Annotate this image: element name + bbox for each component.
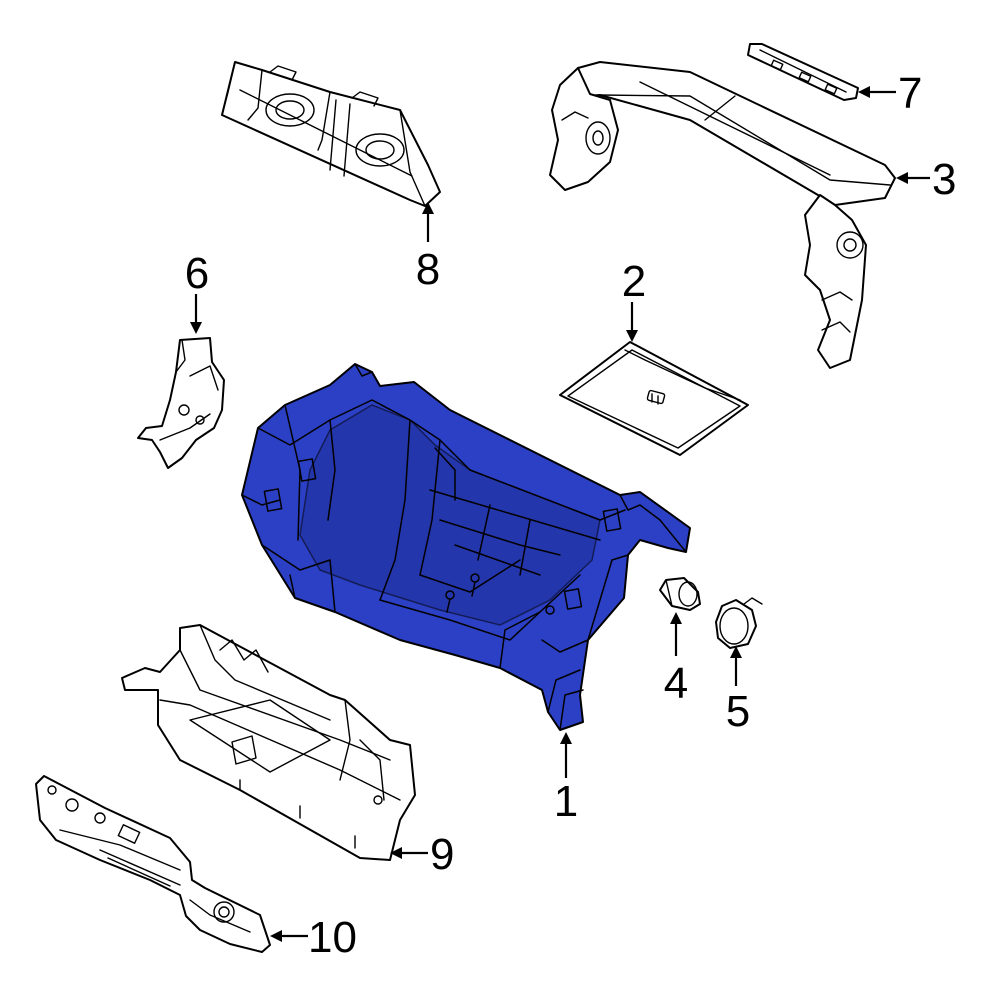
part-5-clip-ring[interactable] <box>715 597 763 649</box>
callout-9-label: 9 <box>430 830 454 879</box>
callout-9: 9 <box>390 830 454 879</box>
callout-6: 6 <box>185 249 209 334</box>
callout-6-label: 6 <box>185 249 209 298</box>
callout-4: 4 <box>664 612 688 708</box>
part-4-grommet[interactable] <box>659 577 701 611</box>
callout-10: 10 <box>270 913 357 962</box>
part-10-trim-plate[interactable] <box>35 775 271 953</box>
part-6-latch-bracket[interactable] <box>137 337 225 469</box>
callout-1: 1 <box>554 732 578 826</box>
callout-2: 2 <box>622 257 646 342</box>
part-1-console-bin[interactable] <box>241 363 691 731</box>
callout-7-label: 7 <box>898 69 922 118</box>
callout-5: 5 <box>726 646 750 736</box>
callout-1-label: 1 <box>554 777 578 826</box>
callout-5-label: 5 <box>726 687 750 736</box>
callout-3: 3 <box>896 155 956 204</box>
callout-10-label: 10 <box>308 913 357 962</box>
callout-7: 7 <box>858 69 922 118</box>
callout-4-label: 4 <box>664 659 688 708</box>
part-3-armrest-lid[interactable] <box>549 61 896 369</box>
part-8-cup-holder[interactable] <box>221 61 441 207</box>
callout-3-label: 3 <box>932 155 956 204</box>
callout-8-label: 8 <box>416 245 440 294</box>
callout-2-label: 2 <box>622 257 646 306</box>
part-7-trim-strip[interactable] <box>747 43 859 101</box>
callout-8: 8 <box>416 202 440 294</box>
part-9-lower-frame[interactable] <box>121 624 416 861</box>
part-2-storage-tray[interactable] <box>559 341 749 456</box>
